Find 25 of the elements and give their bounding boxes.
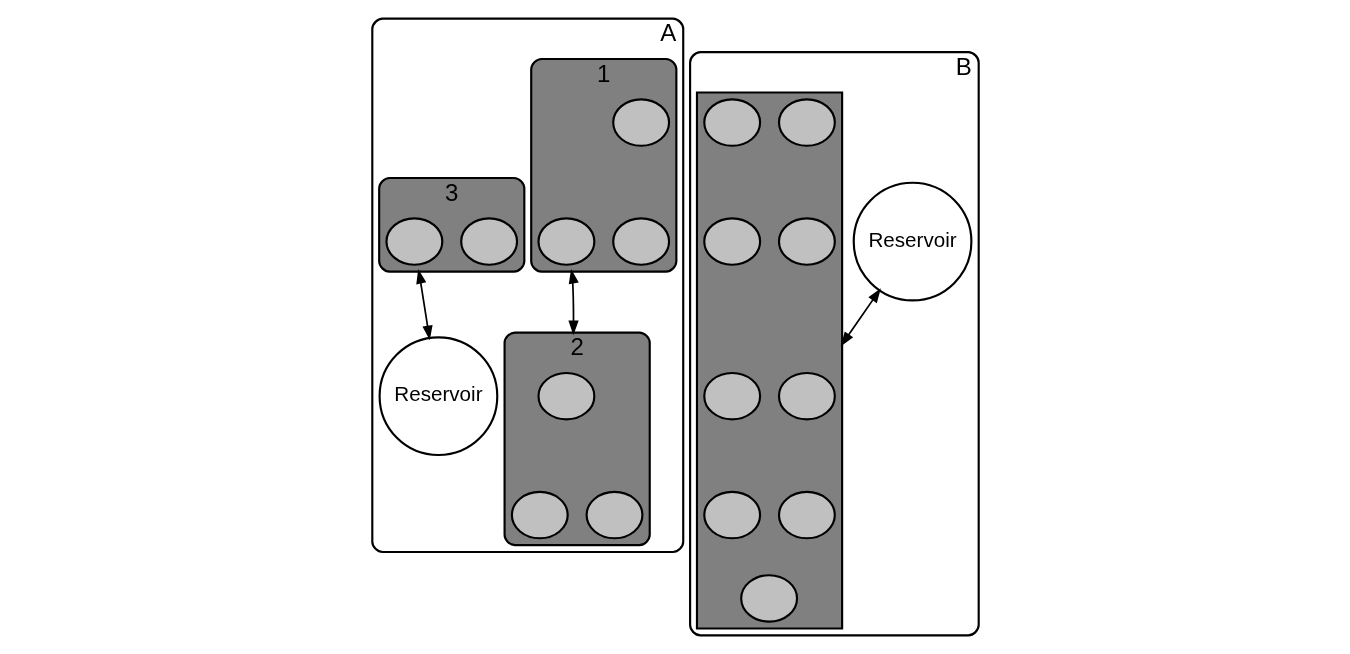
cluster: 1 — [529, 57, 677, 273]
arrow — [567, 269, 579, 336]
node-circle — [777, 371, 836, 421]
node-circle — [384, 217, 443, 266]
cluster: 2 — [503, 331, 651, 547]
node-circle — [536, 371, 595, 421]
arrow — [415, 269, 433, 341]
cluster — [695, 91, 843, 630]
node-circle — [702, 490, 761, 540]
cluster: 3 — [377, 176, 525, 273]
node-circle — [611, 217, 670, 266]
node-circle — [702, 217, 761, 266]
node-circle — [702, 371, 761, 421]
node-circle — [459, 217, 518, 266]
node-circle — [536, 217, 595, 266]
node-circle — [777, 217, 836, 266]
arrow — [840, 288, 881, 347]
node-circle — [777, 98, 836, 147]
node-circle — [611, 98, 670, 147]
node-circle: Reservoir — [378, 336, 498, 457]
node-circle — [739, 574, 798, 623]
node-circle — [702, 98, 761, 147]
node-circle — [510, 490, 569, 540]
node-circle — [585, 490, 643, 540]
node-circle — [777, 490, 836, 540]
